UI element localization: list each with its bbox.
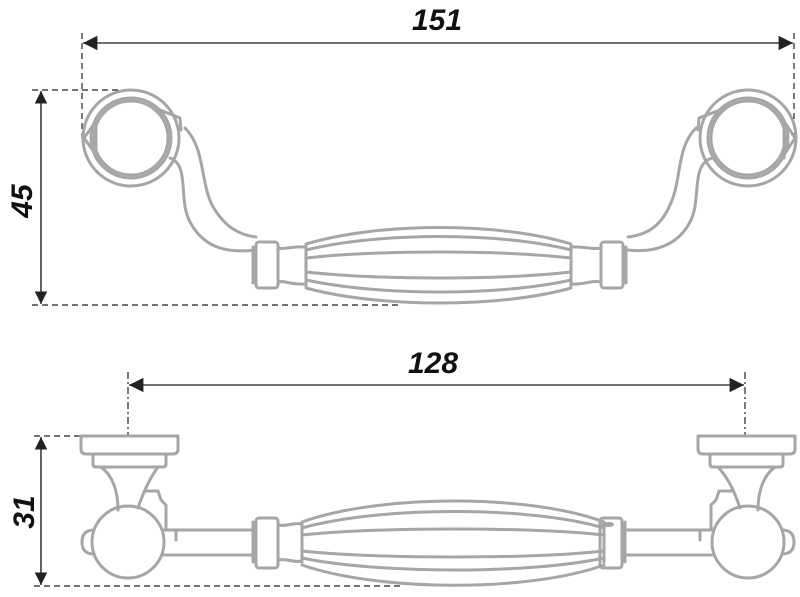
handle-front-outline <box>81 88 798 305</box>
dimension-depth <box>34 435 400 587</box>
dimension-label-overall-length: 151 <box>412 4 463 37</box>
dimension-overall-length <box>81 33 795 140</box>
side-view <box>34 372 797 587</box>
dimension-label-center-to-center: 128 <box>408 347 459 380</box>
dimension-label-height: 45 <box>6 184 39 218</box>
dimension-label-depth: 31 <box>8 495 41 529</box>
dimension-height <box>32 89 400 306</box>
front-view <box>32 33 798 306</box>
handle-side-outline <box>79 434 797 587</box>
dimension-center-to-center <box>127 372 746 436</box>
